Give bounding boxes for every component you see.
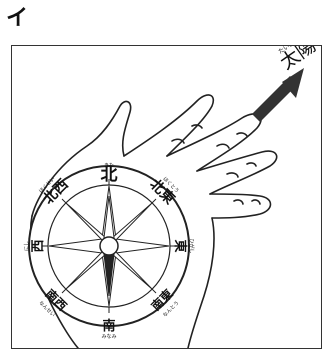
label-west: 西 [31, 239, 46, 252]
compass: 北 南 東 西 北東 北西 南東 南西 きた みなみ ひがし にし ほくとう ほ… [24, 162, 195, 340]
illustration-frame: 太陽 たいよう [11, 45, 322, 349]
reading-south: みなみ [101, 333, 116, 340]
label-east: 東 [172, 239, 188, 252]
reading-north: きた [104, 162, 114, 169]
reading-west: にし [24, 241, 30, 251]
sun-arrow [252, 68, 304, 122]
figure-label: イ [6, 0, 28, 32]
reading-east: ひがし [188, 238, 195, 253]
hand-compass-illustration: 太陽 たいよう [12, 46, 321, 348]
label-south: 南 [102, 318, 115, 334]
